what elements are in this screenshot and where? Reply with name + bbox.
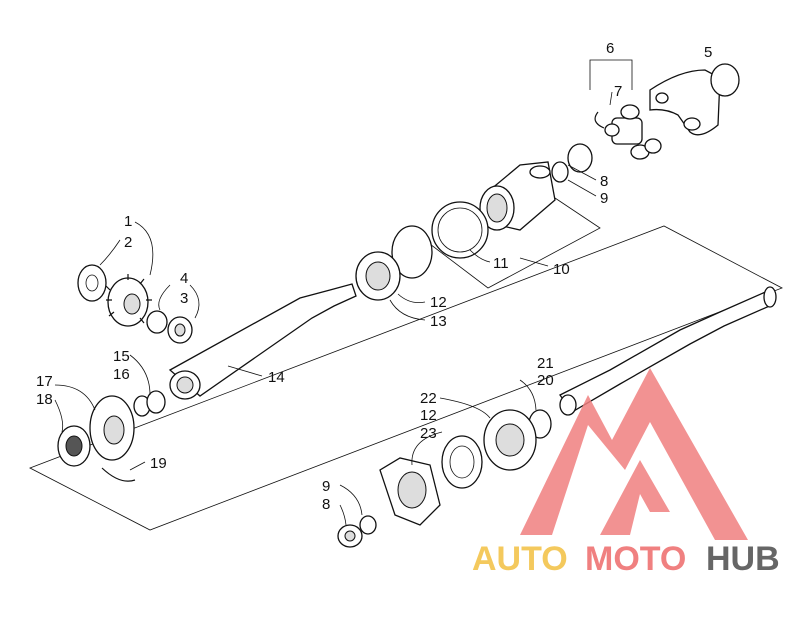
leader-8a (567, 164, 597, 181)
washer-9-lower (359, 515, 377, 535)
seal-11 (431, 201, 489, 259)
leader-14 (227, 365, 263, 377)
leader-19 (129, 461, 146, 471)
callout-2: 2 (124, 234, 132, 251)
watermark-text: AUTO MOTO HUB (472, 540, 780, 578)
callout-9-lower: 9 (322, 478, 330, 495)
bracket-6 (589, 59, 633, 90)
callout-11: 11 (493, 255, 509, 272)
bearing-22-lower (483, 409, 537, 471)
logo-triangle-icon (520, 368, 748, 540)
snap-ring-7 (594, 111, 605, 129)
callout-4: 4 (180, 270, 188, 287)
leader-12a (397, 293, 426, 304)
leader-20-21 (519, 379, 537, 411)
callout-18: 18 (36, 391, 53, 408)
callout-12-upper: 12 (430, 294, 447, 311)
leader-17 (54, 384, 96, 411)
washer-4 (146, 310, 168, 334)
callout-8-lower: 8 (322, 496, 330, 513)
callout-labels: 1 2 3 4 5 6 7 8 9 10 11 12 13 14 15 16 1… (36, 40, 712, 513)
callout-17: 17 (36, 373, 53, 390)
leader-10 (519, 257, 549, 267)
group-outline-10 (421, 197, 601, 289)
callout-6: 6 (606, 40, 614, 57)
callout-15: 15 (113, 348, 130, 365)
leader-4 (158, 284, 171, 311)
leader-23 (411, 431, 443, 466)
bearing-8-lower (337, 524, 363, 548)
callout-16: 16 (113, 366, 130, 383)
callout-5: 5 (704, 44, 712, 61)
leader-11 (469, 249, 491, 263)
leader-18 (54, 399, 64, 433)
watermark-moto: MOTO (585, 540, 686, 578)
watermark-auto: AUTO (472, 540, 568, 578)
leader-9a (567, 179, 597, 197)
bearing-8-upper (567, 143, 593, 173)
callout-9-upper: 9 (600, 190, 608, 207)
leader-22 (439, 397, 491, 419)
leader-8b (339, 504, 347, 526)
universal-joint-cross-6 (604, 104, 662, 160)
bearing-12-lower (441, 435, 483, 489)
leader-2 (99, 239, 121, 266)
output-shaft (559, 286, 777, 416)
watermark-hub: HUB (706, 540, 780, 578)
sprocket-17 (89, 395, 135, 461)
washer-16 (146, 390, 166, 414)
callout-10: 10 (553, 261, 570, 278)
callout-8-upper: 8 (600, 173, 608, 190)
leader-9b (339, 484, 363, 516)
callout-13: 13 (430, 313, 447, 330)
group-outline-lower (29, 225, 783, 531)
bearing-18 (57, 425, 91, 467)
callout-23: 23 (420, 425, 437, 442)
bearing-12-upper (391, 225, 433, 279)
watermark-logo (520, 368, 748, 540)
snap-ring-19 (101, 467, 136, 482)
bevel-gear-1 (105, 274, 152, 327)
leader-3 (189, 284, 200, 319)
yoke-part-5 (649, 63, 740, 136)
callout-14: 14 (268, 369, 285, 386)
callout-7: 7 (614, 83, 622, 100)
washer-9-upper (551, 161, 569, 183)
leader-1 (134, 221, 154, 276)
callout-22: 22 (420, 390, 437, 407)
callout-19: 19 (150, 455, 167, 472)
callout-1: 1 (124, 213, 132, 230)
callout-20: 20 (537, 372, 554, 389)
callout-3: 3 (180, 290, 188, 307)
leader-15 (129, 354, 151, 396)
leader-7 (609, 91, 613, 106)
leader-13 (389, 299, 426, 321)
flange-23 (379, 457, 441, 526)
drive-shaft-14 (168, 283, 357, 400)
splined-yoke (479, 161, 556, 231)
callout-21: 21 (537, 355, 554, 372)
callout-12-lower: 12 (420, 407, 437, 424)
washer-2 (77, 264, 107, 302)
